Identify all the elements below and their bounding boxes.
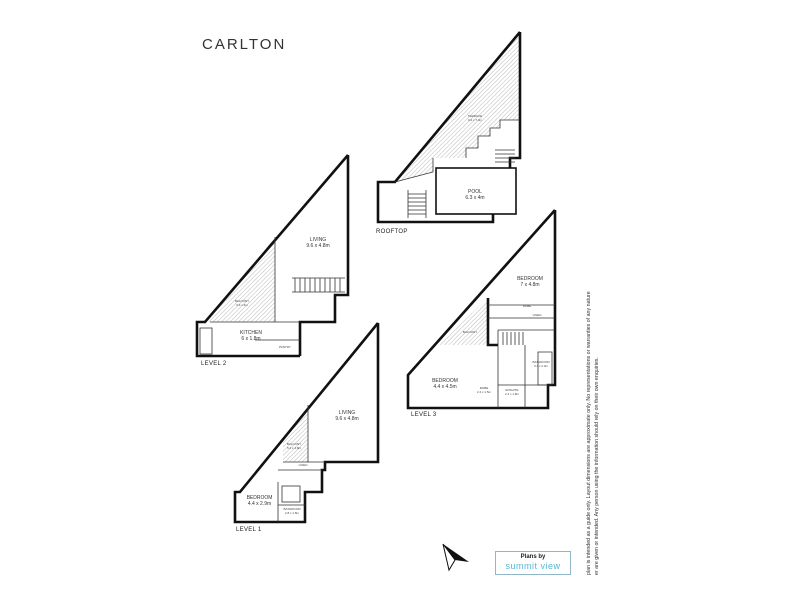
rooftop-upper-stairs <box>495 149 515 163</box>
room-level3-balcony: BALCONY <box>462 330 478 334</box>
rooftop-plan <box>376 31 522 224</box>
north-arrow-icon <box>442 543 469 572</box>
rooftop-stairs <box>407 190 427 218</box>
level3-balcony-area <box>438 298 488 345</box>
suburb-title: CARLTON <box>202 36 287 53</box>
level2-plan <box>195 154 350 358</box>
level-label-level2: LEVEL 2 <box>201 361 227 367</box>
plans-by-logo: Plans by summit view <box>495 551 571 575</box>
level2-stairs <box>292 277 345 293</box>
logo-brand-text: summit view <box>505 561 561 571</box>
level3-plan <box>406 209 557 410</box>
room-level3-robe: ROBE <box>522 304 532 308</box>
level-label-level3: LEVEL 3 <box>411 412 437 418</box>
logo-plans-by-text: Plans by <box>520 554 546 560</box>
level1-plan <box>233 322 380 524</box>
level-label-level1: LEVEL 1 <box>236 527 262 533</box>
room-level2-pantry: PANTRY <box>279 345 291 349</box>
level-label-rooftop: ROOFTOP <box>376 229 408 235</box>
pool-basin <box>435 167 517 215</box>
disclaimer-text: plan is intended as a guide only. Layout… <box>586 291 600 575</box>
level3-stairs <box>502 332 524 345</box>
room-level3-linen: LINEN <box>532 313 542 317</box>
room-level1-linen: LINEN <box>298 463 308 467</box>
level1-balcony-area <box>283 405 308 462</box>
